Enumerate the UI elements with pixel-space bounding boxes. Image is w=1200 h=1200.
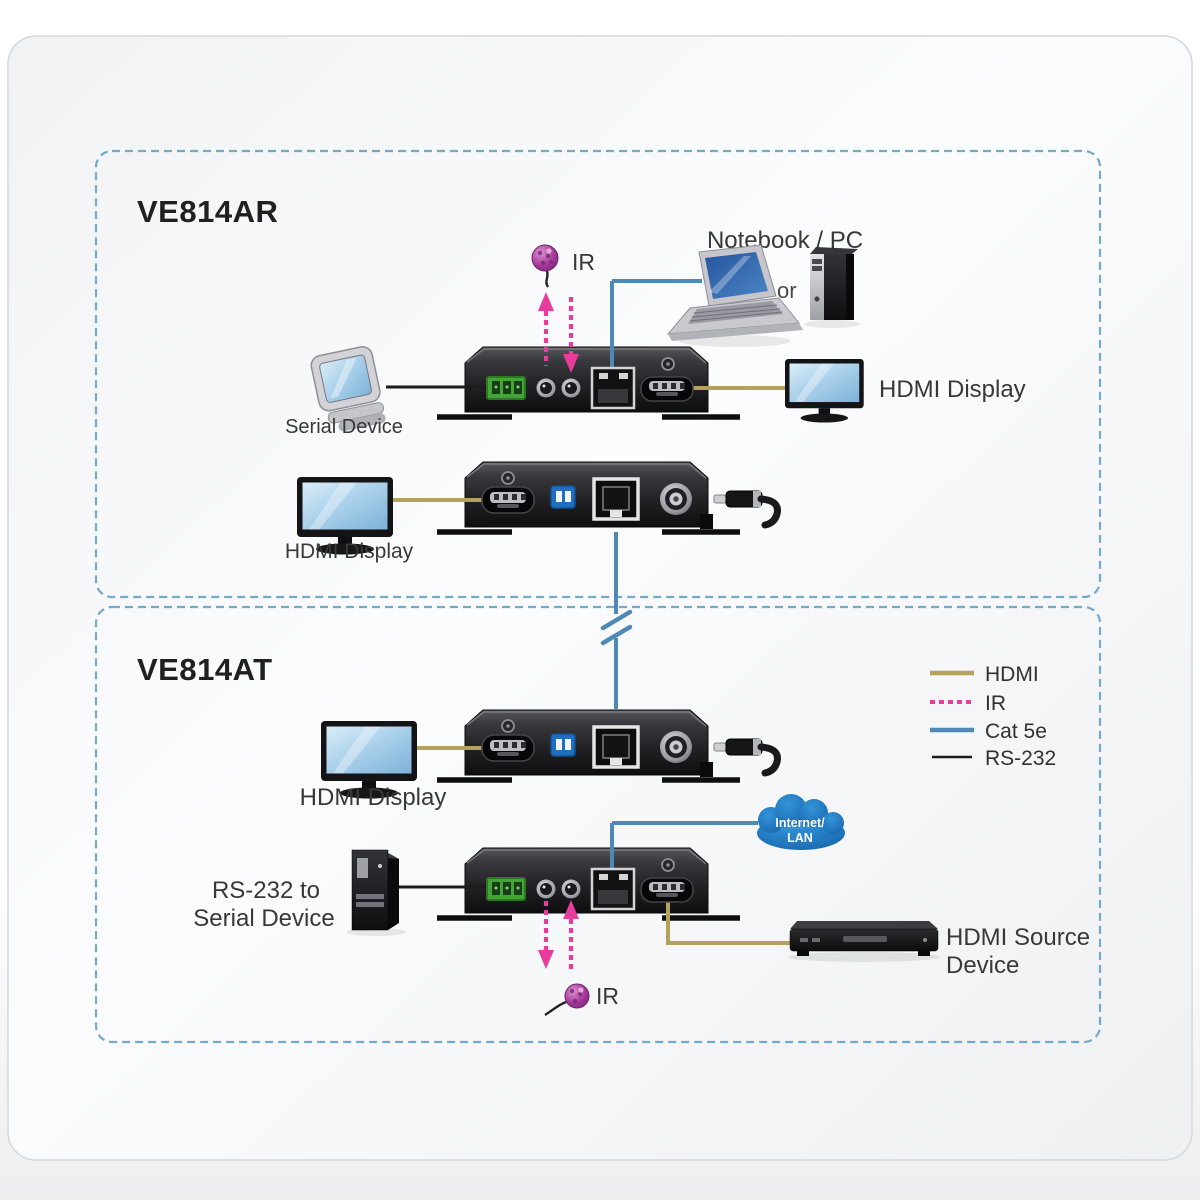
ir-arrowhead-up <box>563 900 579 919</box>
ir-arrowhead-up <box>538 292 554 311</box>
legend-label-ir: IR <box>985 692 1006 715</box>
ir-arrowhead-down <box>538 950 554 969</box>
internet-lan-cloud: Internet/ LAN <box>757 794 845 850</box>
rs232-serial-label-line1: RS-232 to <box>212 877 320 904</box>
legend-label-hdmi: HDMI <box>985 663 1039 686</box>
legend-label-cat5e: Cat 5e <box>985 720 1047 743</box>
legend: HDMI IR Cat 5e RS-232 <box>930 663 1056 770</box>
cable-break-slash-1 <box>600 609 633 631</box>
rs232-serial-label-line2: Serial Device <box>193 905 334 932</box>
laptop-icon <box>666 244 803 347</box>
receiver-unit-rear <box>437 347 740 417</box>
cat5e-cable-notebook <box>610 279 702 368</box>
hdmi-source-label-line1: HDMI Source <box>946 924 1090 951</box>
cat5e-link-between-units <box>600 532 633 709</box>
ir-arrowhead-down <box>563 354 579 373</box>
serial-device-icon <box>310 346 386 432</box>
serial-device-label: Serial Device <box>285 416 403 438</box>
hdmi-display-label-1: HDMI Display <box>879 376 1026 403</box>
rs232-serial-device-icon <box>346 849 406 936</box>
receiver-section-box <box>94 149 1102 599</box>
background-panel <box>7 35 1193 1161</box>
hdmi-source-label-line2: Device <box>946 952 1019 979</box>
cat5e-cable-lan <box>610 821 758 869</box>
transmitter-section-box <box>94 605 1102 1044</box>
transmitter-unit-rear <box>437 848 740 918</box>
ir-receiver-icon <box>531 244 559 288</box>
hdmi-display-label-2: HDMI Display <box>285 540 414 563</box>
ir-label-receiver: IR <box>572 249 595 275</box>
ir-signal-arrows-transmitter <box>538 900 579 973</box>
desktop-pc-icon <box>804 247 860 328</box>
cable-break-slash-2 <box>600 624 633 646</box>
ir-emitter-icon <box>544 983 590 1017</box>
ir-label-transmitter: IR <box>596 983 619 1009</box>
cloud-label-line1: Internet/ <box>775 816 825 830</box>
receiver-title: VE814AR <box>137 194 278 229</box>
legend-label-rs232: RS-232 <box>985 747 1056 770</box>
or-label: or <box>777 278 797 303</box>
hdmi-display-label-3: HDMI Display <box>300 784 447 811</box>
hdmi-source-device-icon <box>788 921 940 962</box>
hdmi-cable-source <box>666 901 790 945</box>
transmitter-title: VE814AT <box>137 652 273 687</box>
cloud-label-line2: LAN <box>787 831 813 845</box>
ir-signal-arrows-receiver <box>538 292 579 373</box>
